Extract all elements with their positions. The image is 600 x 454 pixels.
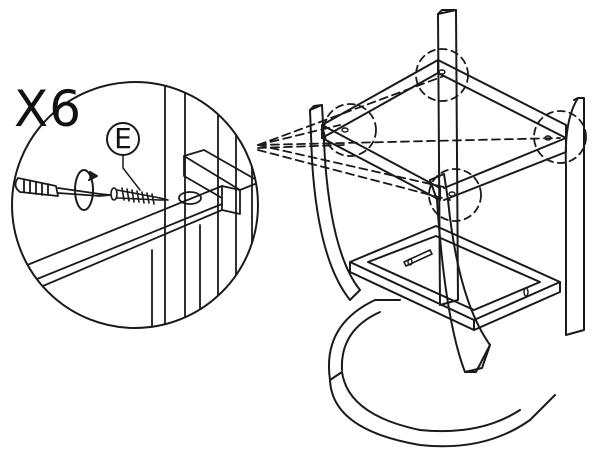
part-letter-badge: [107, 123, 140, 190]
part-letter-label: E: [114, 122, 132, 155]
detail-marker-circles: [324, 49, 586, 221]
detail-magnifier: [10, 80, 260, 340]
clockwise-rotation-arrow-icon: [75, 170, 97, 210]
quantity-label: X6: [14, 80, 83, 138]
projection-lines: [258, 76, 560, 200]
screwdriver-icon: [15, 178, 110, 196]
screw-icon: [111, 188, 168, 204]
stool-drawing: [310, 10, 584, 446]
